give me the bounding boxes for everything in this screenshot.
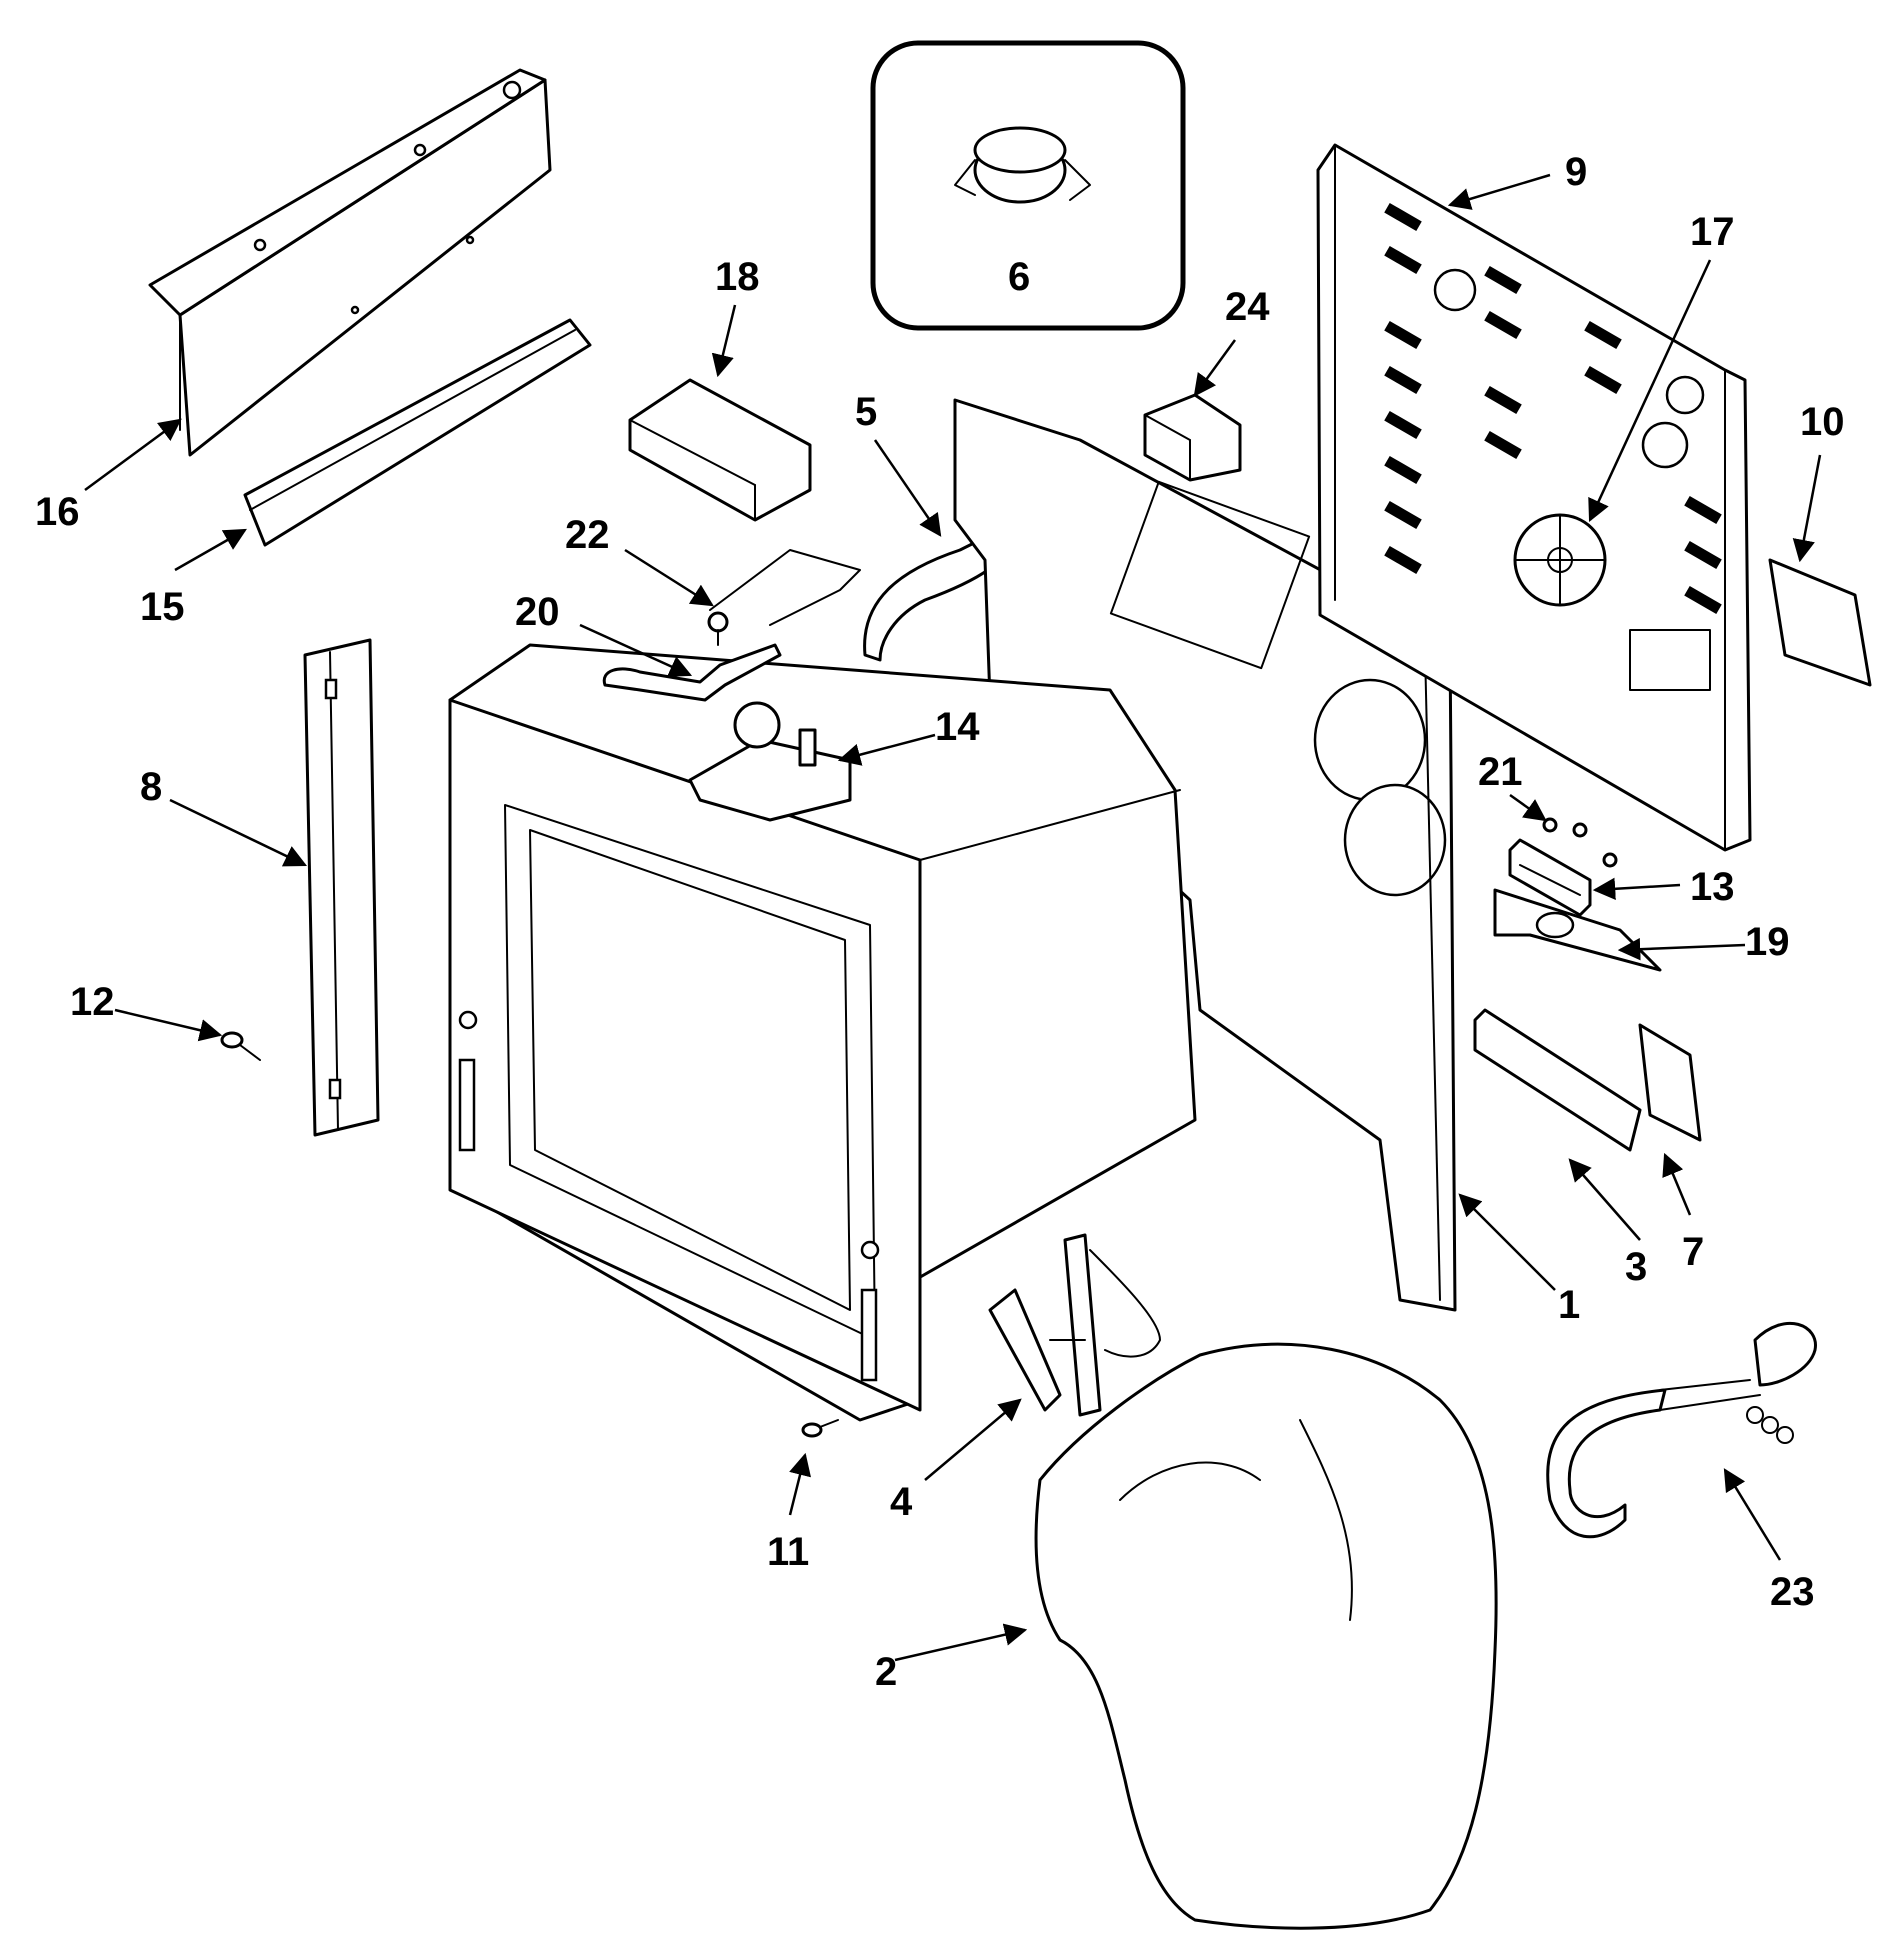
part-6-inset [870, 40, 1186, 331]
part-9-rear-cover [1316, 143, 1752, 852]
callout-10: 10 [1800, 400, 1845, 444]
part-14-thermostat [688, 701, 852, 822]
callout-5: 5 [855, 390, 877, 434]
leader-lines [84, 173, 1822, 1662]
callout-3: 3 [1625, 1245, 1647, 1289]
callout-1: 1 [1558, 1283, 1580, 1327]
part-2-cover [1034, 1342, 1498, 1930]
callout-8: 8 [140, 765, 162, 809]
part-24-relay [1143, 393, 1242, 482]
callout-14: 14 [935, 705, 980, 749]
part-8-side-rail [303, 638, 380, 1137]
part-16-top-rear-panel [148, 68, 552, 457]
callout-15: 15 [140, 585, 185, 629]
part-15-bracket [243, 318, 592, 547]
part-10-cover-plate [1768, 558, 1872, 687]
part-22-screw [707, 611, 729, 646]
callout-24: 24 [1225, 285, 1270, 329]
callout-17: 17 [1690, 210, 1735, 254]
callout-labels: 1 2 3 4 5 6 7 8 9 10 11 12 13 14 15 16 1… [35, 150, 1845, 1694]
part-3-bracket [1473, 1008, 1642, 1152]
part-13-terminal-block [1508, 838, 1592, 917]
part-21-nuts [1542, 817, 1618, 868]
callout-4: 4 [890, 1480, 913, 1524]
callout-11: 11 [767, 1530, 809, 1574]
callout-18: 18 [715, 255, 760, 299]
callout-21: 21 [1478, 750, 1523, 794]
rear-wall-panel [953, 398, 1457, 1312]
part-17-fan-motor [1513, 513, 1607, 607]
part-18-box [628, 378, 812, 522]
callout-22: 22 [565, 513, 610, 557]
callout-13: 13 [1690, 865, 1735, 909]
part-20-bracket [602, 643, 782, 702]
oven-cavity [448, 643, 1197, 1422]
callout-20: 20 [515, 590, 560, 634]
callout-7: 7 [1682, 1230, 1704, 1274]
callout-6: 6 [1008, 255, 1030, 299]
part-4-hinge [988, 1233, 1161, 1417]
part-7-plate [1638, 1023, 1702, 1142]
callout-12: 12 [70, 980, 115, 1024]
part-23-power-cord [1546, 1321, 1817, 1539]
callout-16: 16 [35, 490, 80, 534]
part-12-screw [220, 1031, 261, 1061]
callout-2: 2 [875, 1650, 897, 1694]
callout-19: 19 [1745, 920, 1790, 964]
top-connector-bracket [709, 549, 861, 626]
callout-23: 23 [1770, 1570, 1815, 1614]
callout-9: 9 [1565, 150, 1587, 194]
part-11-screw [801, 1419, 839, 1438]
